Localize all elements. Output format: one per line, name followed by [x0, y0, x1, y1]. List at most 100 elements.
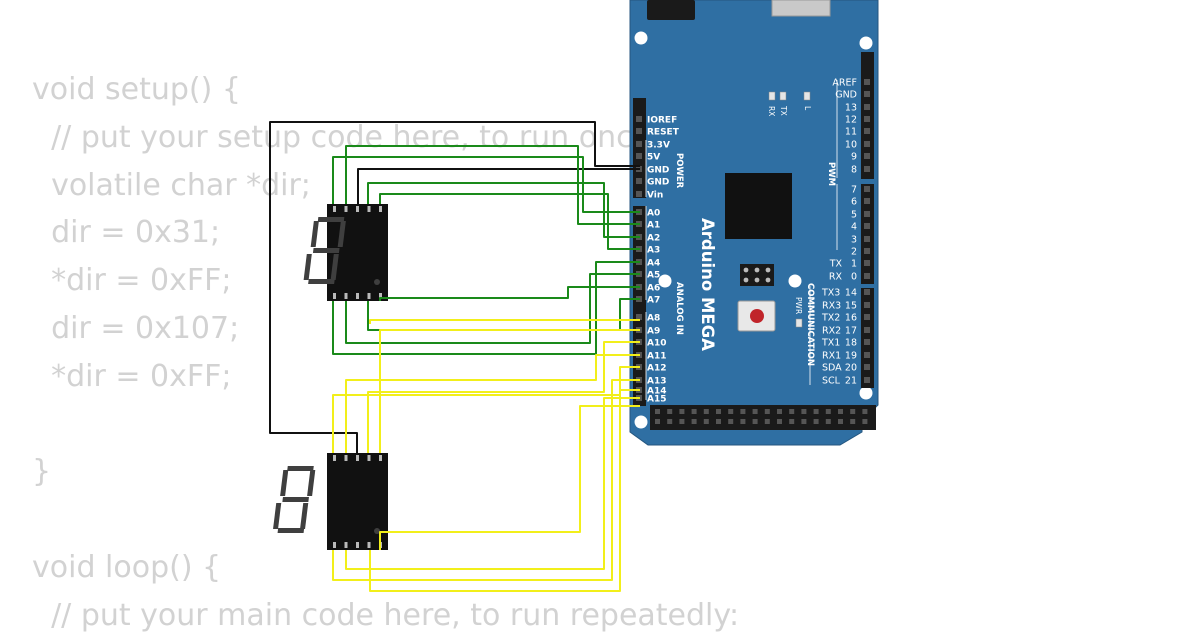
pwm-pin[interactable]	[864, 211, 870, 217]
analog-pin[interactable]	[636, 314, 642, 320]
digital-pin[interactable]	[716, 419, 721, 424]
display-pin[interactable]	[367, 455, 371, 461]
wires[interactable]	[269, 121, 640, 592]
digital-pin[interactable]	[838, 419, 843, 424]
serial-pin[interactable]	[864, 260, 870, 266]
display-pin[interactable]	[379, 455, 382, 461]
display-pin[interactable]	[344, 206, 348, 212]
digital-pin[interactable]	[864, 166, 870, 172]
serial-pin[interactable]	[864, 273, 870, 279]
display-pin[interactable]	[333, 542, 336, 548]
comm-pin[interactable]	[864, 377, 870, 383]
signal-wire-yellow[interactable]	[345, 354, 640, 453]
digital-pin[interactable]	[864, 79, 870, 85]
pwm-pin[interactable]	[864, 186, 870, 192]
display-pin[interactable]	[333, 455, 336, 461]
signal-wire-yellow[interactable]	[345, 397, 640, 570]
display-pin[interactable]	[379, 293, 382, 299]
ground-wire[interactable]	[357, 168, 640, 204]
signal-wire-green[interactable]	[345, 273, 640, 344]
digital-pin[interactable]	[801, 409, 807, 414]
display-pin[interactable]	[356, 293, 359, 299]
comm-pin[interactable]	[864, 339, 870, 345]
digital-pin[interactable]	[864, 116, 870, 122]
ground-wire[interactable]	[269, 121, 640, 453]
signal-wire-yellow[interactable]	[369, 389, 640, 592]
signal-wire-yellow[interactable]	[367, 341, 640, 453]
comm-pin[interactable]	[864, 314, 870, 320]
power-pin[interactable]	[636, 178, 642, 184]
digital-pin[interactable]	[813, 409, 819, 414]
display-pin[interactable]	[367, 542, 371, 548]
digital-pin[interactable]	[764, 419, 770, 424]
digital-pin[interactable]	[703, 419, 709, 424]
digital-pin[interactable]	[752, 409, 758, 414]
pwm-pin[interactable]	[864, 223, 870, 229]
display-pin[interactable]	[367, 206, 371, 212]
display-pin[interactable]	[344, 455, 348, 461]
right-pin-header[interactable]	[861, 52, 874, 388]
digital-pin[interactable]	[679, 419, 685, 424]
comm-pin[interactable]	[864, 327, 870, 333]
digital-pin[interactable]	[862, 409, 868, 414]
digital-pin[interactable]	[864, 128, 870, 134]
digital-pin[interactable]	[850, 409, 856, 414]
digital-pin[interactable]	[716, 409, 721, 414]
seven-segment-display-1[interactable]	[303, 204, 388, 301]
digital-pin[interactable]	[777, 419, 782, 424]
signal-wire-yellow[interactable]	[379, 405, 640, 550]
digital-pin[interactable]	[789, 409, 795, 414]
digital-pin[interactable]	[691, 409, 697, 414]
digital-pin[interactable]	[728, 409, 734, 414]
digital-pin[interactable]	[667, 419, 673, 424]
digital-pin[interactable]	[864, 141, 870, 147]
signal-wire-green[interactable]	[345, 145, 640, 225]
display-pin[interactable]	[367, 293, 371, 299]
seven-segment-display-2[interactable]	[273, 453, 388, 550]
digital-pin[interactable]	[864, 153, 870, 159]
digital-pin[interactable]	[679, 409, 685, 414]
display-pin[interactable]	[333, 293, 336, 299]
arduino-mega-board[interactable]: Arduino MEGA POWER ANALOG IN PWM COMMUNI…	[629, 0, 879, 446]
digital-pin[interactable]	[667, 409, 673, 414]
digital-pin[interactable]	[655, 409, 660, 414]
pwm-pin[interactable]	[864, 248, 870, 254]
left-pin-header[interactable]	[633, 98, 646, 406]
digital-pin[interactable]	[752, 419, 758, 424]
signal-wire-yellow[interactable]	[369, 319, 640, 324]
comm-pin[interactable]	[864, 289, 870, 295]
display-pin[interactable]	[333, 206, 336, 212]
comm-pin[interactable]	[864, 364, 870, 370]
digital-pin[interactable]	[740, 409, 746, 414]
digital-pin[interactable]	[850, 419, 856, 424]
display-pin[interactable]	[344, 293, 348, 299]
digital-pin[interactable]	[777, 409, 782, 414]
signal-wire-yellow[interactable]	[332, 379, 640, 581]
digital-pin[interactable]	[703, 409, 709, 414]
display-pin[interactable]	[344, 542, 348, 548]
display-pin[interactable]	[356, 542, 359, 548]
pwm-pin[interactable]	[864, 236, 870, 242]
signal-wire-green[interactable]	[332, 156, 640, 213]
comm-pin[interactable]	[864, 302, 870, 308]
signal-wire-green[interactable]	[379, 193, 640, 250]
digital-pin[interactable]	[728, 419, 734, 424]
power-pin[interactable]	[636, 191, 642, 197]
power-pin[interactable]	[636, 128, 642, 134]
power-pin[interactable]	[636, 153, 642, 159]
display-pin[interactable]	[356, 206, 359, 212]
digital-pin[interactable]	[864, 91, 870, 97]
digital-pin[interactable]	[740, 419, 746, 424]
pwm-pin[interactable]	[864, 198, 870, 204]
signal-wire-green[interactable]	[379, 286, 640, 301]
digital-pin[interactable]	[838, 409, 843, 414]
digital-pin[interactable]	[691, 419, 697, 424]
digital-pin[interactable]	[655, 419, 660, 424]
digital-pin[interactable]	[764, 409, 770, 414]
digital-pin[interactable]	[862, 419, 868, 424]
display-pin[interactable]	[356, 455, 359, 461]
comm-pin[interactable]	[864, 352, 870, 358]
signal-wire-green[interactable]	[367, 298, 640, 331]
digital-pin[interactable]	[789, 419, 795, 424]
